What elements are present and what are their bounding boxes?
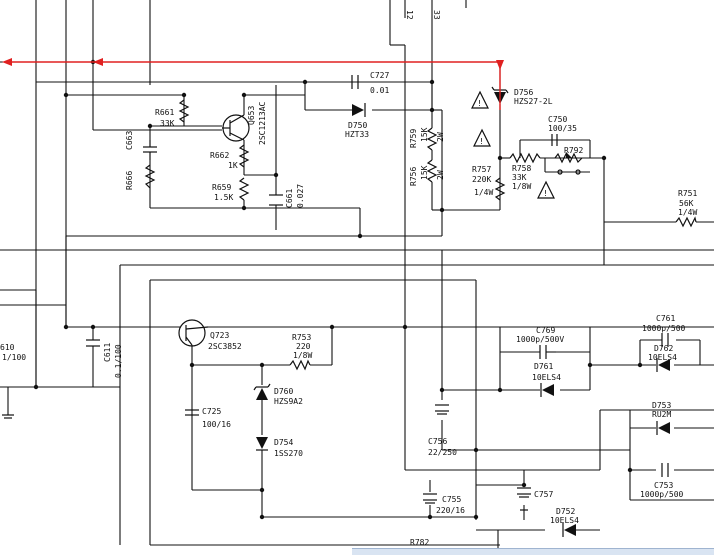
label-c725-value: 100/16 [202,420,231,429]
label-d760: D760 [274,387,293,396]
label-r758: R758 [512,164,531,173]
label-q653-part: 2SC1213AC [258,101,267,145]
label-c661: C661 [285,189,294,208]
label-c753: C753 [654,481,673,490]
junction-dots [33,59,643,520]
red-annotation-arrows [2,58,504,110]
label-r659-value: 1.5K [214,193,233,202]
label-d752: D752 [556,507,575,516]
label-r751-value: 56K [679,199,694,208]
label-c756: C756 [428,437,447,446]
label-c755-value: 220/16 [436,506,465,515]
label-q723-part: 2SC3852 [208,342,242,351]
label-r757: R757 [472,165,491,174]
label-r662: R662 [210,151,229,160]
label-r757-value: 220K [472,175,491,184]
label-d762: D762 [654,344,673,353]
label-c750: C750 [548,115,567,124]
label-d761-part: 10ELS4 [532,373,561,382]
component-symbols [2,70,697,537]
label-d756-part: HZS27-2L [514,97,553,106]
label-d753: D753 [652,401,671,410]
top-label-b: 33 [432,10,441,20]
label-c610-value: 1/100 [2,353,26,362]
label-r756-power: 2W [436,170,445,180]
label-c753-value: 1000p/500 [640,490,684,499]
label-r662-value: 1K [228,161,238,170]
label-c727-value: 0.01 [370,86,389,95]
window-status-strip [352,548,714,555]
label-r792: R792 [564,146,583,155]
label-d760-part: HZS9A2 [274,397,303,406]
label-r751-power: 1/4W [678,208,697,217]
warning-mark-2: ! [479,137,484,146]
label-c663: C663 [125,131,134,150]
warning-mark-1: ! [477,99,482,108]
labels: 12 33 ! ! ! R661 33K C663 R666 Q653 2SC1… [0,10,697,547]
label-r756-value: 15K [420,165,429,180]
label-q723: Q723 [210,331,229,340]
label-r759-power: 2W [436,132,445,142]
label-d754-part: 1SS270 [274,449,303,458]
label-d752-part: 10ELS4 [550,516,579,525]
label-r661: R661 [155,108,174,117]
label-d762-part: 10ELS4 [648,353,677,362]
label-d754: D754 [274,438,293,447]
label-r759-value: 15K [420,127,429,142]
label-c756-value: 22/250 [428,448,457,457]
label-d753-part: RU2M [652,410,671,419]
warning-triangle-3-icon [537,180,555,199]
label-c757: C757 [534,490,553,499]
label-c610: 610 [0,343,15,352]
label-r758-value: 33K [512,173,527,182]
label-d761: D761 [534,362,553,371]
label-c725: C725 [202,407,221,416]
warning-triangle-1-icon [471,90,489,109]
label-r756: R756 [409,167,418,186]
label-r753: R753 [292,333,311,342]
label-d750: D750 [348,121,367,130]
label-r659: R659 [212,183,231,192]
label-c761-value: 1000p/500 [642,324,686,333]
label-c750-value: 100/35 [548,124,577,133]
label-c769-value: 1000p/500V [516,335,564,344]
label-c761: C761 [656,314,675,323]
label-c611-value: 0.1/100 [114,344,123,378]
label-r753-value: 220 [296,342,311,351]
label-c661-value: 0.027 [296,184,305,208]
label-c727: C727 [370,71,389,80]
label-c769: C769 [536,326,555,335]
label-d750-part: HZT33 [345,130,369,139]
label-r759: R759 [409,129,418,148]
warning-mark-3: ! [543,189,548,198]
label-q653: Q653 [247,106,256,125]
label-r661-value: 33K [160,119,175,128]
label-c755: C755 [442,495,461,504]
label-r758-power: 1/8W [512,182,531,191]
label-r751: R751 [678,189,697,198]
label-c611: C611 [103,343,112,362]
label-r753-power: 1/8W [293,351,312,360]
label-r782: R782 [410,538,429,547]
label-r757-power: 1/4W [474,188,493,197]
label-d756: D756 [514,88,533,97]
top-label-a: 12 [405,10,414,20]
label-r666: R666 [125,171,134,190]
warning-triangle-2-icon [473,128,491,147]
